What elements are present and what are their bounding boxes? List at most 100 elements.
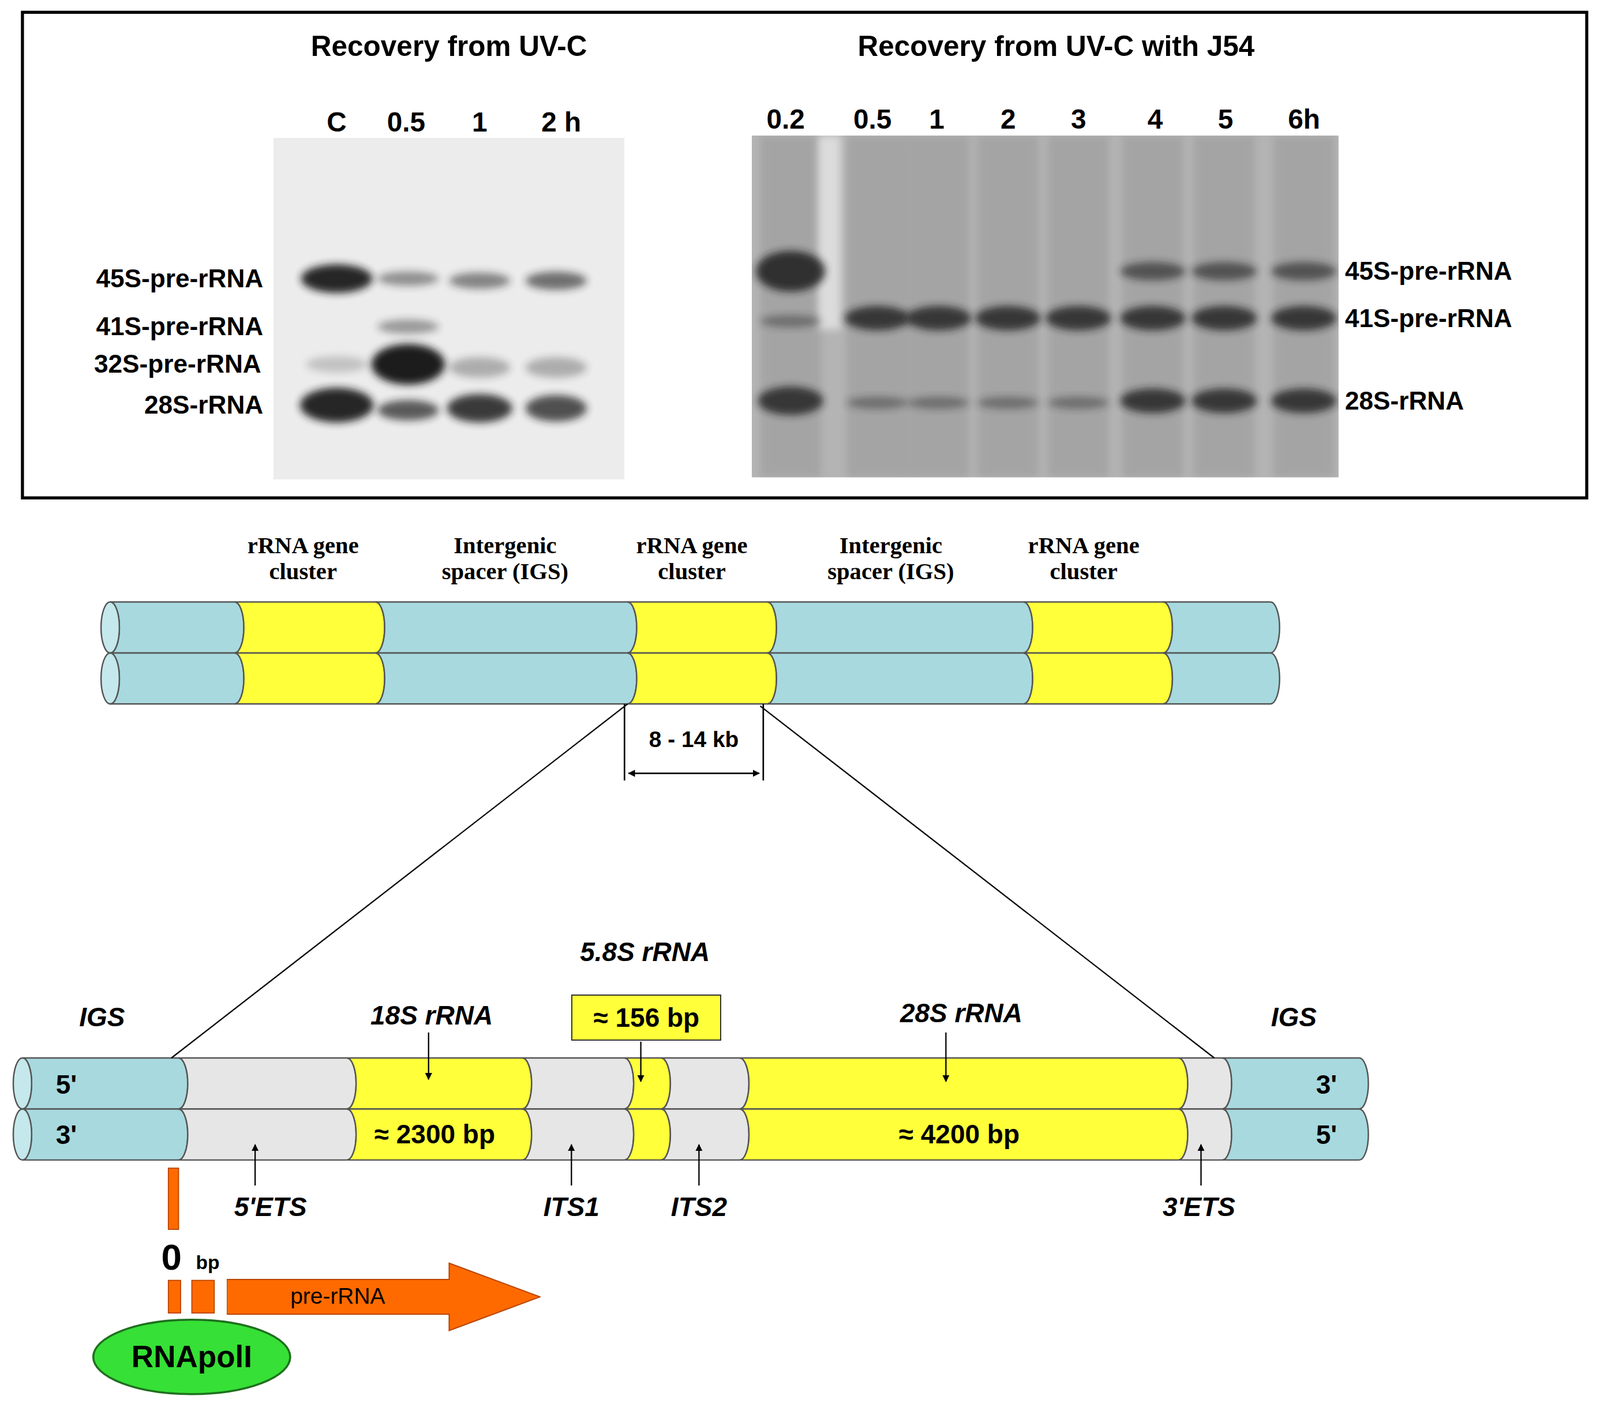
gel-band (755, 250, 826, 292)
gel-ground (751, 135, 1339, 478)
bracket-line (762, 703, 765, 781)
gel-band (371, 343, 445, 385)
zoom-line (171, 703, 628, 1059)
label-text: 4 (1147, 104, 1164, 136)
tube-segment (1023, 601, 1173, 653)
label-text: 3 (1070, 104, 1087, 136)
tube-segment (661, 1058, 749, 1109)
panel-title: Recovery from UV-C (310, 30, 588, 62)
node-text: ≈ 156 bp (593, 1003, 700, 1033)
tube-segment (1222, 1108, 1369, 1160)
gel-band (1120, 306, 1186, 331)
label-text: rRNA gene cluster (605, 533, 779, 585)
tube-segment (178, 1108, 357, 1160)
gel-band (1120, 388, 1186, 414)
node-text: ≈ 2300 bp (374, 1119, 496, 1150)
gel-band (448, 357, 511, 378)
leader-arrow (570, 1144, 572, 1186)
label-text: 1 (928, 104, 945, 136)
label-text: 5' (55, 1070, 78, 1100)
tube-segment (178, 1058, 357, 1109)
transcript-arrow: pre-rRNA (226, 1262, 542, 1332)
leader-arrow (639, 1042, 642, 1082)
dimension-arrow (628, 772, 759, 775)
label-text: 45S-pre-rRNA (95, 264, 264, 293)
label-text: 28S-rRNA (1344, 387, 1464, 416)
node-text: ≈ 4200 bp (898, 1119, 1020, 1150)
label-text: 3' (1316, 1070, 1338, 1100)
bracket-line (623, 703, 626, 781)
label-text: 0.2 (766, 104, 805, 136)
label-text: 3'ETS (1162, 1192, 1236, 1223)
tube-segment (1023, 653, 1173, 704)
tube-segment (1178, 1058, 1232, 1109)
label-text: 1 (471, 107, 488, 138)
tube-segment (522, 1108, 634, 1160)
tube-segment (375, 601, 637, 653)
tube-segment (739, 1058, 1188, 1109)
gel-band (760, 315, 822, 328)
gel-band (448, 272, 511, 289)
label-text: 5'ETS (234, 1192, 307, 1223)
panel-frame (22, 12, 1587, 498)
gel-band (1120, 261, 1186, 281)
label-text: IGS (1271, 1002, 1317, 1033)
leader-arrow (945, 1032, 947, 1082)
gel-image (751, 135, 1339, 478)
label-text: 6h (1287, 104, 1321, 136)
gel-band (977, 396, 1039, 410)
label-text: 0 (160, 1237, 182, 1278)
gel-panel: Recovery from UV-C (273, 25, 625, 480)
tube-end (100, 601, 120, 653)
label-text: 41S-pre-rRNA (1344, 304, 1513, 333)
leader-arrow (254, 1144, 256, 1186)
gel-band (758, 386, 824, 416)
tube-segment (1178, 1108, 1232, 1160)
promoter-bar (191, 1280, 215, 1314)
ellipse-fill (93, 1320, 291, 1395)
label-text: 2 (1000, 104, 1017, 136)
gel-band (1046, 306, 1112, 331)
label-text: 28S rRNA (900, 998, 1023, 1029)
tube-segment (22, 1108, 188, 1160)
label-text: Intergenic spacer (IGS) (418, 533, 592, 585)
dna-tubes (13, 601, 1369, 1160)
gel-band (525, 394, 587, 422)
label-text: 5' (1316, 1119, 1338, 1150)
tube-segment (767, 653, 1033, 704)
start-marker (168, 1168, 179, 1230)
gel-image (273, 137, 625, 480)
tube-segment (661, 1108, 749, 1160)
rrna-segment: ≈ 2300 bp (346, 1111, 523, 1159)
gel-band (447, 394, 513, 423)
gel-gap (818, 135, 841, 330)
label-text: 3' (55, 1119, 78, 1150)
label-text: ITS2 (671, 1192, 728, 1223)
gel-band (525, 357, 587, 378)
leader-arrow (1200, 1144, 1202, 1186)
node-text: RNApolI (131, 1340, 253, 1374)
label-text: 41S-pre-rRNA (95, 312, 264, 342)
arrow-label-box: pre-rRNA (226, 1279, 450, 1315)
gel-band (847, 396, 909, 410)
label-text: rRNA gene cluster (997, 533, 1171, 585)
label-text: bp (196, 1252, 220, 1274)
label-text: ITS1 (543, 1192, 600, 1223)
gel-band (377, 271, 439, 286)
tube-segment (346, 1108, 532, 1160)
label-text: 32S-pre-rRNA (94, 350, 262, 379)
label-text: 5 (1218, 104, 1234, 136)
rrna-segment: ≈ 4200 bp (739, 1111, 1179, 1159)
polymerase-ellipse: RNApolI (91, 1318, 292, 1396)
promoter-bar (168, 1280, 181, 1314)
label-text: 0.5 (387, 107, 426, 138)
gel-ground (273, 137, 625, 480)
gel-band (905, 306, 972, 331)
label-text: 0.5 (853, 104, 892, 136)
label-text: 45S-pre-rRNA (1344, 257, 1513, 286)
tube-segment (1163, 653, 1280, 704)
tube-segment (522, 1058, 634, 1109)
gel-band (306, 356, 368, 373)
gel-band (377, 319, 439, 335)
